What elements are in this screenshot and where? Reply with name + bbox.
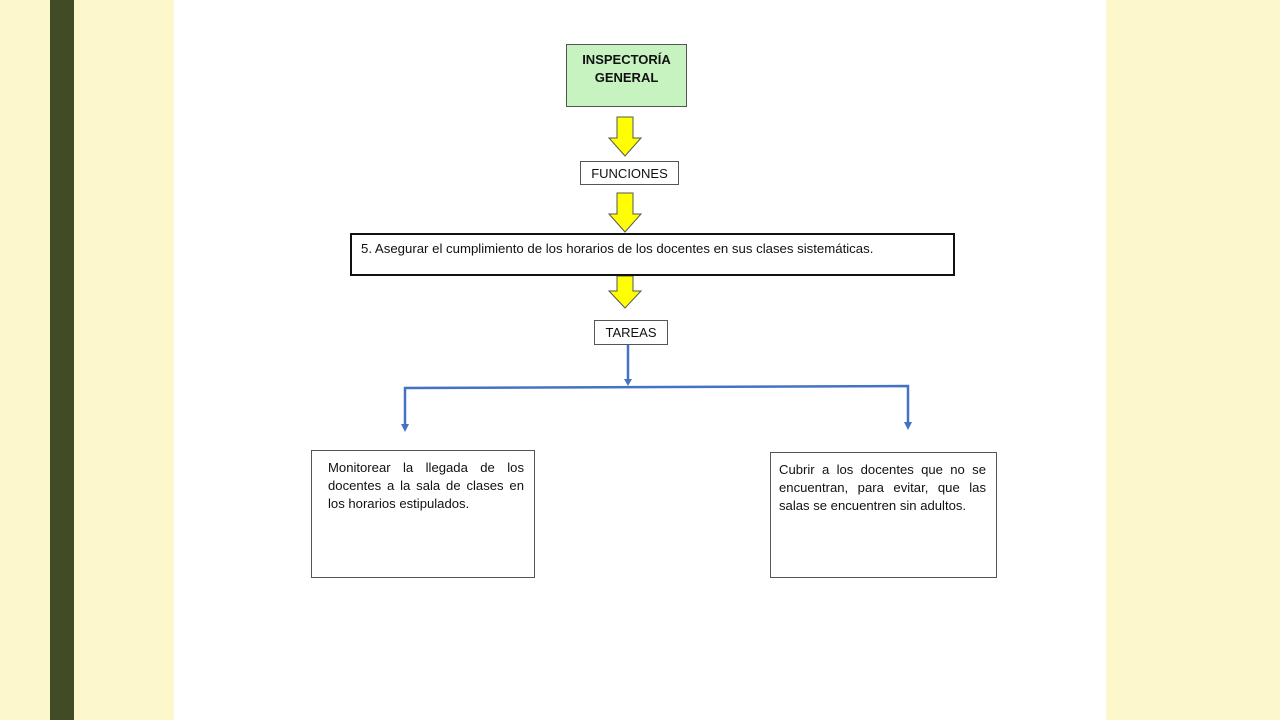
functions-box: FUNCIONES <box>580 161 679 185</box>
down-arrow-icon <box>607 116 643 157</box>
tasks-label: TAREAS <box>605 325 657 340</box>
arrowhead-icon <box>904 422 912 430</box>
block-arrows <box>607 116 643 309</box>
task-text: Monitorear la llegada de los docentes a … <box>328 460 524 511</box>
task-box-left: Monitorear la llegada de los docentes a … <box>311 450 535 578</box>
task-text: Cubrir a los docentes que no se encuentr… <box>779 462 986 513</box>
function-statement: 5. Asegurar el cumplimiento de los horar… <box>361 241 874 256</box>
header-label: INSPECTORÍA GENERAL <box>582 52 671 85</box>
left-accent-bar <box>50 0 74 720</box>
slide-canvas <box>174 0 1106 720</box>
task-box-right: Cubrir a los docentes que no se encuentr… <box>770 452 997 578</box>
header-box: INSPECTORÍA GENERAL <box>566 44 687 107</box>
down-arrow-icon <box>607 275 643 309</box>
tasks-box: TAREAS <box>594 320 668 345</box>
task-connector <box>403 345 910 425</box>
arrowhead-icon <box>401 424 409 432</box>
down-arrow-icon <box>607 192 643 233</box>
functions-label: FUNCIONES <box>591 165 668 181</box>
function-statement-box: 5. Asegurar el cumplimiento de los horar… <box>350 233 955 276</box>
arrowhead-icon <box>624 379 632 386</box>
